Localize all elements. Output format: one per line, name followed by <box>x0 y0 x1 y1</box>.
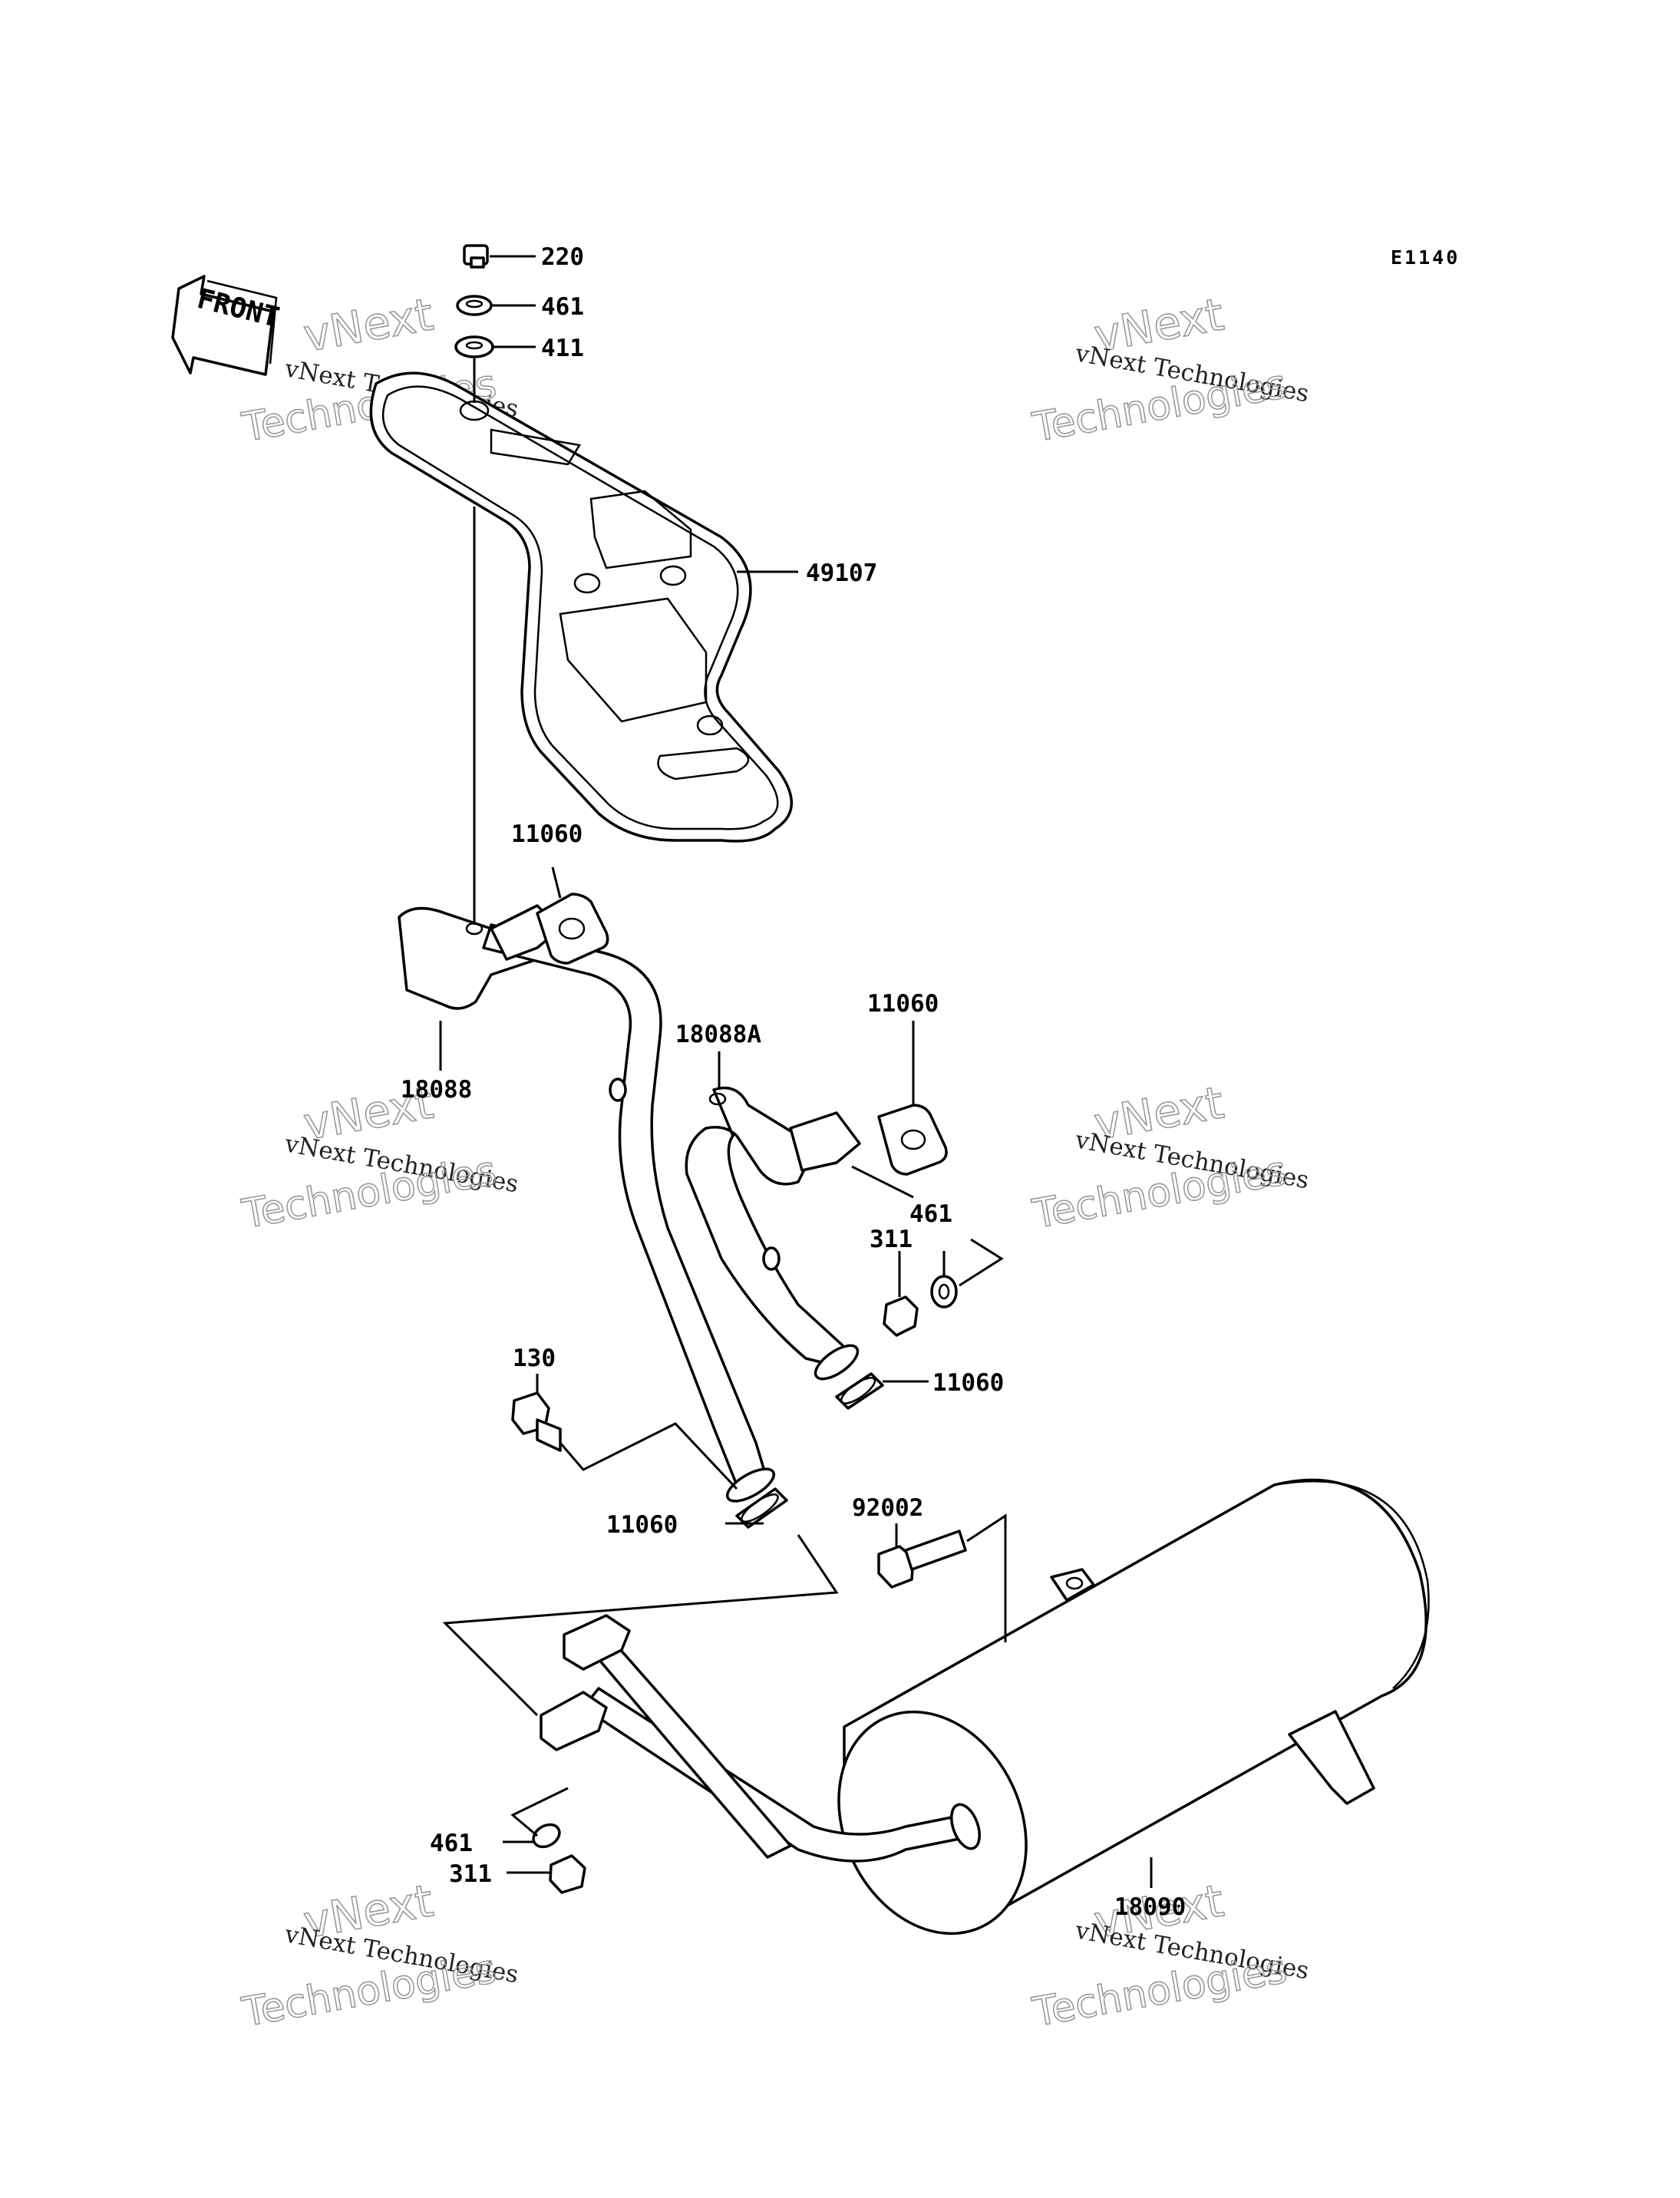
bolt-220-icon <box>463 244 489 269</box>
callout-labels: 220 461 411 49107 11060 18088 11060 1808… <box>401 243 1186 1921</box>
leader-lines <box>439 255 1153 1888</box>
washer-411-icon <box>454 335 494 358</box>
lock-washer-461-top-icon <box>456 295 493 316</box>
callout-lock-washer-461-mid: 461 <box>909 1200 952 1228</box>
callout-muffler-18090: 18090 <box>1114 1893 1186 1921</box>
nut-311-bottom-icon <box>549 1854 586 1894</box>
watermark-top-right: vNext vNext Technologies Technologies <box>1028 288 1311 452</box>
watermark-bottom-left: vNext vNext Technologies Technologies <box>238 1874 520 2037</box>
callout-gasket-11060-b: 11060 <box>867 990 939 1018</box>
lock-washer-461-mid-icon <box>930 1275 958 1309</box>
gasket-11060-c-icon <box>835 1372 884 1410</box>
callout-bolt-220: 220 <box>541 243 584 271</box>
callout-nut-311-bottom: 311 <box>449 1860 492 1888</box>
callout-lock-washer-461-bottom: 461 <box>430 1830 473 1857</box>
exhaust-pipe-18088a-part <box>685 1086 861 1381</box>
callout-exhaust-pipe-18088a: 18088A <box>675 1021 761 1048</box>
nut-311-mid-icon <box>883 1295 919 1337</box>
svg-text:Technologies: Technologies <box>1029 1946 1290 2036</box>
front-arrow-icon: FRONT <box>171 275 282 376</box>
callout-gasket-11060-a: 11060 <box>511 820 583 848</box>
callout-heat-guard-49107: 49107 <box>806 559 877 587</box>
callout-gasket-11060-c: 11060 <box>932 1369 1004 1397</box>
watermark-mid-left: vNext vNext Technologies Technologies <box>238 1076 520 1239</box>
bolt-130-icon <box>511 1391 562 1452</box>
callout-bolt-92002: 92002 <box>852 1494 923 1522</box>
gasket-11060-a-icon <box>536 893 609 965</box>
callout-washer-411: 411 <box>541 335 584 362</box>
svg-text:vNext: vNext <box>300 288 437 361</box>
heat-guard-49107-part <box>369 371 793 843</box>
watermark-mid-right: vNext vNext Technologies Technologies <box>1028 1076 1311 1239</box>
callout-exhaust-pipe-18088: 18088 <box>401 1076 472 1104</box>
bolt-92002-icon <box>877 1530 967 1589</box>
diagram-code: E1140 <box>1391 246 1460 269</box>
callout-bolt-130: 130 <box>513 1345 556 1372</box>
lock-washer-461-bottom-icon <box>532 1823 561 1849</box>
callout-nut-311-mid: 311 <box>870 1226 913 1253</box>
muffler-inlet-pipe-part <box>540 1614 981 1863</box>
gasket-11060-b-icon <box>877 1104 948 1176</box>
callout-lock-washer-461-top: 461 <box>541 293 584 321</box>
callout-gasket-11060-d: 11060 <box>606 1511 678 1539</box>
